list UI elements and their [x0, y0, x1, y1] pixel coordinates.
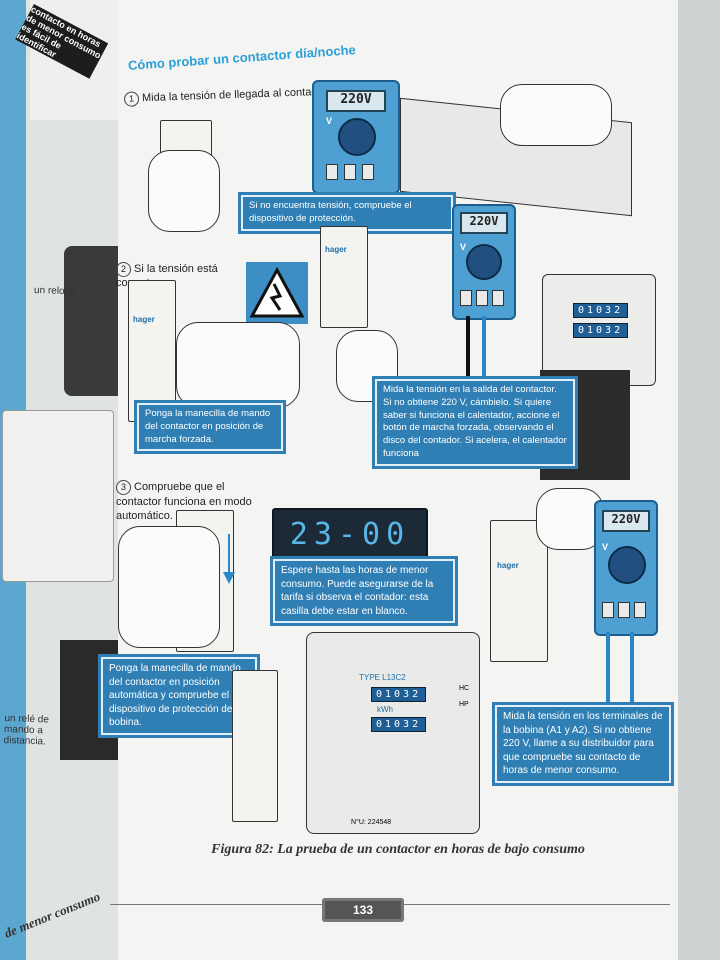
meter-register: 01032: [573, 303, 629, 318]
jack: [326, 164, 338, 180]
electricity-meter: TYPE L13C2 01032 kWh 01032 HC HP N°U: 22…: [306, 632, 480, 834]
left-page-meter: [2, 410, 114, 582]
voltmeter-label: V: [326, 116, 333, 126]
contactor-device: hager: [320, 226, 368, 328]
step-number: 1: [123, 91, 140, 107]
page-edge: [678, 0, 720, 960]
voltmeter-dial: [338, 118, 376, 156]
voltmeter-dial: [608, 546, 646, 584]
step-text: Compruebe que el contactor funciona en m…: [116, 481, 252, 523]
meter-register: 01032: [371, 687, 427, 702]
test-lead-blue: [482, 316, 486, 376]
page-number: 133: [322, 898, 404, 922]
meter-hc-label: HC: [459, 685, 470, 692]
hand-illustration: [176, 322, 300, 408]
figure-caption: Figura 82: La prueba de un contactor en …: [211, 842, 585, 857]
callout-handle-forced: Ponga la manecilla de mando del contacto…: [134, 400, 286, 455]
voltmeter-display: 220V: [460, 212, 508, 234]
voltmeter: 220V V: [594, 500, 658, 636]
clock-time: 23-00: [289, 516, 411, 552]
hand-illustration: [500, 84, 612, 146]
left-page: contacto en horas de menor consumo es fá…: [0, 0, 118, 960]
step-number: 3: [116, 480, 131, 495]
jack: [602, 602, 614, 618]
voltmeter-label: V: [460, 242, 467, 252]
warning-sign: [246, 262, 308, 324]
device-brand: hager: [497, 561, 519, 570]
voltmeter: 220V V: [452, 204, 516, 320]
left-page-device: [64, 246, 118, 396]
hand-illustration: [536, 488, 604, 550]
callout-coil-terminals: Mida la tensión en los terminales de la …: [492, 702, 674, 786]
jack: [460, 290, 472, 306]
arrow-down-icon: [223, 534, 235, 584]
device-brand: hager: [325, 245, 347, 254]
callout-output-voltage: Mida la tensión en la salida del contact…: [372, 376, 578, 469]
meter-unit: kWh: [377, 705, 393, 714]
test-lead-blue: [606, 632, 610, 702]
callout-wait-hours: Espere hasta las horas de menor consumo.…: [270, 556, 458, 626]
device-brand: hager: [133, 315, 155, 324]
meter-register: 01032: [573, 323, 629, 338]
jack: [362, 164, 374, 180]
voltmeter-display: 220V: [326, 90, 386, 112]
jack: [634, 602, 646, 618]
hand-illustration: [148, 150, 220, 232]
breaker-module: [232, 670, 278, 822]
jack: [476, 290, 488, 306]
warning-triangle-icon: [249, 266, 305, 318]
voltmeter: 220V V: [312, 80, 400, 194]
left-page-text-2: un relé de mando a distancia.: [3, 712, 50, 748]
electricity-meter: 01032 01032: [542, 274, 656, 386]
voltmeter-dial: [466, 244, 502, 280]
jack: [618, 602, 630, 618]
jack: [492, 290, 504, 306]
contactor-device: hager: [490, 520, 548, 662]
voltmeter-label: V: [602, 542, 609, 552]
left-page-text-1: un reloj o: [33, 284, 76, 298]
meter-register: 01032: [371, 717, 427, 732]
step-number: 2: [116, 262, 131, 277]
test-lead-blue: [630, 632, 634, 702]
meter-type-label: TYPE L13C2: [359, 673, 406, 682]
digital-clock-display: 23-00: [272, 508, 428, 560]
meter-hp-label: HP: [459, 701, 469, 708]
contactor-device: hager: [128, 280, 176, 422]
test-lead-black: [466, 316, 470, 376]
hand-illustration: [118, 526, 220, 648]
voltmeter-display: 220V: [602, 510, 650, 532]
meter-serial: N°U: 224548: [351, 819, 392, 826]
jack: [344, 164, 356, 180]
